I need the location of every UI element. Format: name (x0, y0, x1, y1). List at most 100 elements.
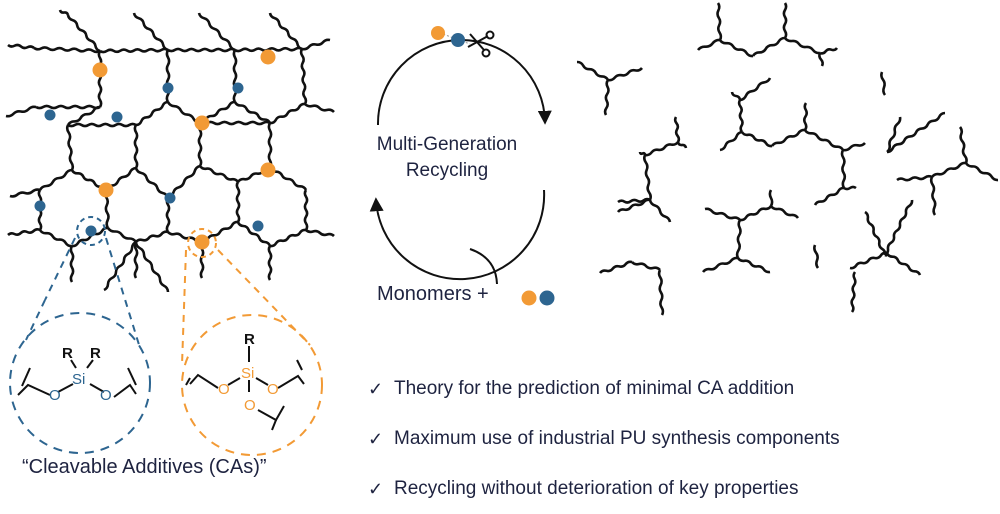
blue-crosslink-dot (111, 111, 123, 123)
network-chain (268, 167, 308, 191)
fragment-chain (929, 176, 937, 216)
orange-crosslink-dot (260, 162, 276, 178)
fragment-chain (768, 189, 774, 207)
orange-crosslink-dot (92, 62, 108, 78)
network-chain (166, 101, 201, 125)
fragment-chain (603, 79, 610, 116)
network-chain (167, 47, 236, 53)
fragment-chain (673, 116, 681, 143)
network-chain (67, 122, 137, 128)
fragment-chain (730, 91, 742, 101)
cycle-arrow-top (376, 39, 552, 126)
fragment-chain (716, 2, 723, 41)
blue-siloxane-structure: R R Si O O (17, 345, 137, 404)
blue-crosslink-dot (232, 82, 244, 94)
benefit-text: Maximum use of industrial PU synthesis c… (394, 428, 840, 449)
blue-r1-label: R (62, 345, 73, 362)
benefit-item: ✓ Theory for the prediction of minimal C… (368, 364, 840, 414)
fragment-chain (885, 252, 922, 276)
network-chain-end (7, 228, 41, 236)
network-chain (235, 181, 241, 223)
fragment-chain (648, 199, 672, 223)
network-chain (199, 120, 271, 126)
fragment-chain (813, 244, 820, 269)
network-chain (197, 12, 236, 52)
blue-highlight-ring (76, 216, 106, 246)
fragment-chain (802, 102, 809, 131)
fragment-chain (736, 257, 771, 274)
fragment-chain (884, 199, 914, 257)
fragment-chain (930, 161, 967, 178)
network-chain (133, 124, 139, 169)
orange-zoom-circle (181, 314, 323, 456)
scissors-icon (467, 30, 495, 58)
network-chain (233, 101, 272, 124)
orange-si-label: Si (241, 365, 254, 382)
network-chain-end (58, 9, 70, 16)
benefit-item: ✓ Recycling without deterioration of key… (368, 464, 840, 514)
network-chain-end (9, 188, 41, 198)
blue-crosslink-dot (164, 192, 176, 204)
diagram-canvas: R R Si O O R Si O O O (5, 2, 999, 456)
fragment-chain (850, 271, 857, 313)
cycle-title-line2: Recycling (405, 160, 489, 181)
recycled-fragments (576, 2, 999, 316)
fragment-chain (676, 141, 688, 149)
blue-r2-label: R (90, 345, 101, 362)
orange-siloxane-structure: R Si O O O (185, 331, 305, 431)
network-crosslink-dots (34, 49, 276, 250)
orange-o3-label: O (244, 397, 256, 414)
network-chain (38, 229, 73, 248)
benefit-list: ✓ Theory for the prediction of minimal C… (368, 364, 840, 514)
fragment-chain (843, 185, 857, 191)
check-icon: ✓ (368, 478, 384, 499)
benefit-text: Recycling without deterioration of key p… (394, 478, 799, 499)
fragment-chain (719, 130, 743, 152)
network-chain (299, 48, 308, 105)
blue-zoom-circle (9, 312, 151, 454)
orange-o1-label: O (218, 381, 230, 398)
fragment-chain (783, 37, 821, 55)
network-chain-end (305, 229, 335, 237)
fragment-chain (770, 128, 806, 147)
network-chain (35, 104, 101, 110)
orange-crosslink-dot (98, 182, 114, 198)
network-chain (269, 228, 307, 248)
network-chain-end (134, 241, 170, 293)
blue-crosslink-dot (34, 200, 46, 212)
fragment-chain (696, 38, 721, 51)
benefit-item: ✓ Maximum use of industrial PU synthesis… (368, 414, 840, 464)
fragment-chain (576, 60, 610, 81)
blue-crosslink-dot (44, 109, 56, 121)
orange-callout (181, 228, 323, 456)
fragment-chain (958, 126, 968, 164)
cycle-arrow-bottom (369, 189, 546, 281)
check-icon: ✓ (368, 428, 384, 449)
fragment-chain (842, 142, 866, 152)
cleaved-blue-dot (451, 33, 465, 47)
ca-caption: “Cleavable Additives (CAs)” (22, 456, 267, 478)
orange-crosslink-dot (194, 234, 210, 250)
cleaved-orange-dot (431, 26, 445, 40)
network-chain (66, 105, 101, 126)
network-chain (234, 46, 303, 53)
network-chain (268, 12, 303, 51)
network-chain (267, 122, 273, 169)
network-chain (134, 167, 170, 199)
fragment-chain (813, 186, 845, 206)
fragment-chain (631, 261, 661, 271)
fragment-chain (704, 207, 741, 221)
network-chain (33, 46, 101, 54)
fragment-chain (751, 36, 786, 57)
network-chain-end (103, 240, 137, 292)
fragment-chain (642, 154, 653, 201)
orange-highlight-ring (187, 228, 217, 258)
cycle-title-line1: Multi-Generation (376, 134, 518, 155)
fragment-chain (819, 47, 839, 55)
fragment-chain (735, 219, 742, 259)
fragment-chain (644, 141, 680, 157)
fragment-chain (607, 67, 644, 82)
network-chain-end (69, 245, 75, 283)
fragment-chain (886, 116, 902, 154)
fragment-chain (718, 39, 754, 58)
